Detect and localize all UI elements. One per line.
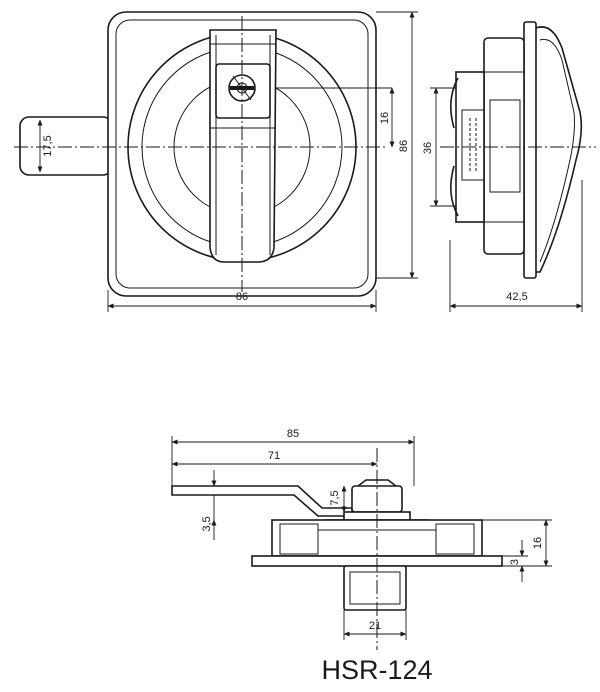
key-cylinder xyxy=(215,63,271,119)
dim-cam-width-label: 21 xyxy=(369,620,381,632)
bottom-handle xyxy=(171,485,353,517)
dim-handle-offset-label: 3,5 xyxy=(201,516,213,531)
bottom-cam xyxy=(343,565,407,611)
dim-handle-pivot-label: 71 xyxy=(268,450,280,462)
dim-side-depth-label: 42,5 xyxy=(506,291,527,303)
side-view: 36 42,5 xyxy=(422,21,596,312)
dim-plate-thickness-label: 3 xyxy=(509,559,521,565)
front-view: 17,5 16 86 86 xyxy=(14,11,418,312)
dim-body-height-label: 16 xyxy=(532,537,544,549)
dim-handle-rise-label: 7,5 xyxy=(329,490,341,505)
side-plate xyxy=(523,21,537,279)
dim-front-width-label: 86 xyxy=(236,291,248,303)
model-title: HSR-124 xyxy=(321,655,432,685)
dim-handle-length-label: 85 xyxy=(287,428,299,440)
dim-bolt-label: 17,5 xyxy=(42,135,54,156)
bolt-tongue xyxy=(19,116,113,176)
dim-key-offset-label: 16 xyxy=(379,112,391,124)
dim-front-height-label: 86 xyxy=(398,140,410,152)
side-handle-profile xyxy=(535,26,583,273)
bottom-view: 85 71 7,5 3,5 16 3 21 xyxy=(171,428,552,650)
dim-side-height-label: 36 xyxy=(422,142,434,154)
